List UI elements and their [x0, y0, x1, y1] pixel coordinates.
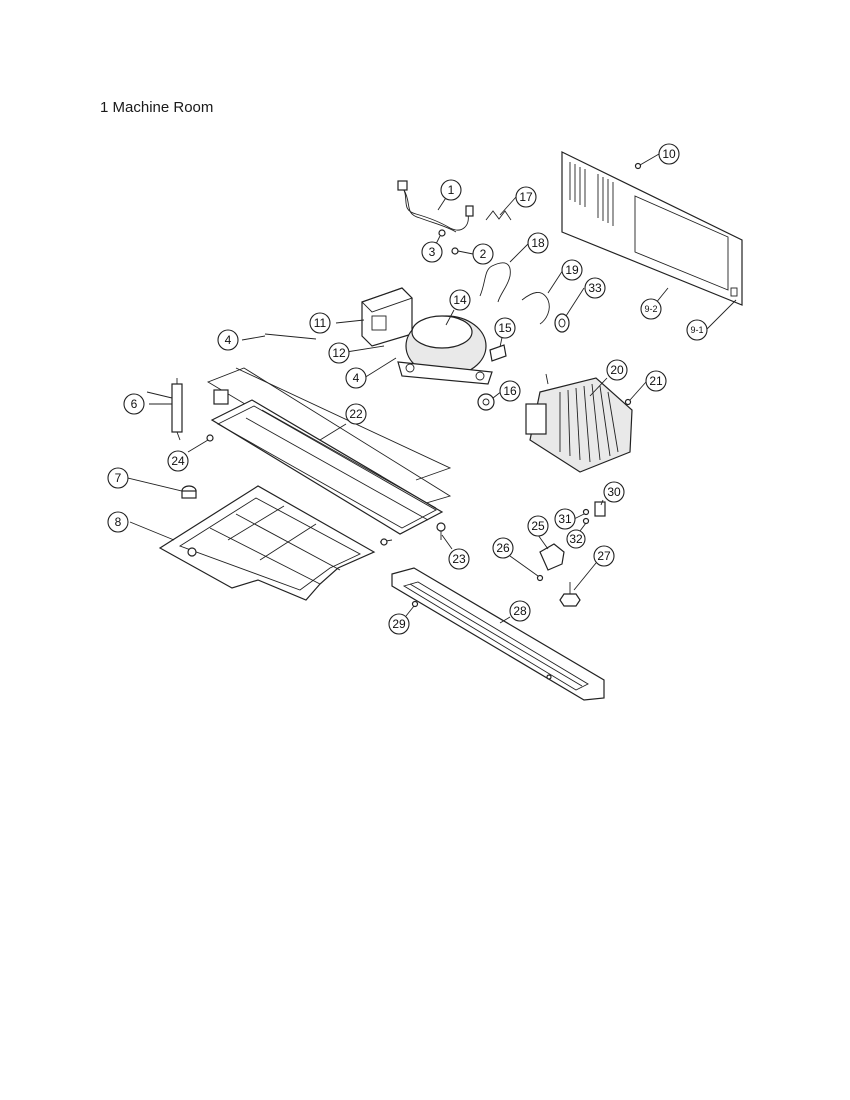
part-26-screw: [536, 574, 544, 582]
callout-29-label: 29: [392, 617, 406, 631]
callout-4b-label: 4: [353, 371, 360, 385]
callout-26-label: 26: [496, 541, 510, 555]
callout-15-label: 15: [498, 321, 512, 335]
callout-9-2-label: 9-2: [644, 304, 657, 314]
callout-30: 30: [603, 481, 625, 503]
part-10-screw: [634, 162, 642, 170]
part-19-tube: [521, 292, 550, 325]
callout-21-label: 21: [649, 374, 663, 388]
callout-20-label: 20: [610, 363, 624, 377]
callout-1: 1: [440, 179, 462, 201]
callout-7: 7: [107, 467, 129, 489]
callout-23: 23: [448, 548, 470, 570]
part-24-screw: [206, 434, 214, 442]
callout-7-label: 7: [115, 471, 122, 485]
callout-4a-label: 4: [225, 333, 232, 347]
callout-16: 16: [499, 380, 521, 402]
callout-22: 22: [345, 403, 367, 425]
part-33-grommet: [554, 313, 570, 333]
callout-10-label: 10: [662, 147, 676, 161]
callout-33: 33: [584, 277, 606, 299]
callout-27-label: 27: [597, 549, 611, 563]
screw: [379, 538, 393, 546]
callout-6-label: 6: [131, 397, 138, 411]
part-23-bolt: [436, 522, 446, 540]
callout-32-label: 32: [569, 532, 583, 546]
callout-8-label: 8: [115, 515, 122, 529]
callout-4a: 4: [217, 329, 239, 351]
callout-19-label: 19: [565, 263, 579, 277]
callout-18: 18: [527, 232, 549, 254]
part-18-tube: [479, 262, 511, 303]
callout-26: 26: [492, 537, 514, 559]
callout-22-label: 22: [349, 407, 363, 421]
part-25-bracket: [539, 543, 565, 571]
part-6-drier: [146, 378, 183, 441]
base-grille: [391, 567, 605, 701]
callout-4b: 4: [345, 367, 367, 389]
screw: [546, 674, 552, 680]
callout-16-label: 16: [503, 384, 517, 398]
callout-32: 32: [566, 529, 586, 549]
part-22-bracket-outline: [235, 367, 452, 481]
callout-20: 20: [606, 359, 628, 381]
callout-14: 14: [449, 289, 471, 311]
part-7-foot: [181, 485, 197, 499]
callout-9-1: 9-1: [686, 319, 708, 341]
callout-10: 10: [658, 143, 680, 165]
callout-27: 27: [593, 545, 615, 567]
callout-11-label: 11: [314, 316, 327, 330]
callout-33-label: 33: [588, 281, 602, 295]
drain-pan: [158, 485, 376, 601]
callout-2-label: 2: [480, 247, 487, 261]
callout-12: 12: [328, 342, 350, 364]
callout-19: 19: [561, 259, 583, 281]
part-32-screw: [582, 517, 590, 525]
callout-15: 15: [494, 317, 516, 339]
part-17-clip: [485, 210, 512, 221]
callout-9-2: 9-2: [640, 298, 662, 320]
part-15-bracket: [489, 344, 507, 362]
part-31-screw: [582, 508, 590, 516]
callout-1-label: 1: [448, 183, 455, 197]
callout-12-label: 12: [332, 346, 346, 360]
part-30-clip: [594, 501, 606, 517]
callout-18-label: 18: [531, 236, 545, 250]
back-cover-panel: [561, 151, 743, 306]
page-title: 1 Machine Room: [100, 99, 214, 116]
callout-23-label: 23: [452, 552, 466, 566]
callout-17-label: 17: [519, 190, 533, 204]
callout-29: 29: [388, 613, 410, 635]
callout-2: 2: [472, 243, 494, 265]
callout-24: 24: [167, 450, 189, 472]
callout-25: 25: [527, 515, 549, 537]
part-4-pin: [264, 333, 317, 340]
callout-14-label: 14: [453, 293, 467, 307]
callout-28-label: 28: [513, 604, 527, 618]
callout-3: 3: [421, 241, 443, 263]
callout-11: 11: [309, 312, 331, 334]
compressor: [397, 315, 493, 385]
callout-17: 17: [515, 186, 537, 208]
callout-9-1-label: 9-1: [690, 325, 703, 335]
callout-21: 21: [645, 370, 667, 392]
callout-6: 6: [123, 393, 145, 415]
part-16-grommet: [477, 393, 495, 411]
part-29-screw: [411, 600, 419, 608]
callout-25-label: 25: [531, 519, 545, 533]
base-plate: [206, 367, 452, 535]
part-21-screw: [624, 398, 632, 406]
callout-30-label: 30: [607, 485, 621, 499]
callout-8: 8: [107, 511, 129, 533]
callout-31-label: 31: [558, 512, 572, 526]
callout-31: 31: [554, 508, 576, 530]
callout-28: 28: [509, 600, 531, 622]
callout-24-label: 24: [171, 454, 185, 468]
callout-3-label: 3: [429, 245, 436, 259]
relay-box: [361, 287, 413, 347]
condenser-fan-assembly: [525, 373, 633, 473]
part-27-leveling-foot: [559, 582, 581, 607]
